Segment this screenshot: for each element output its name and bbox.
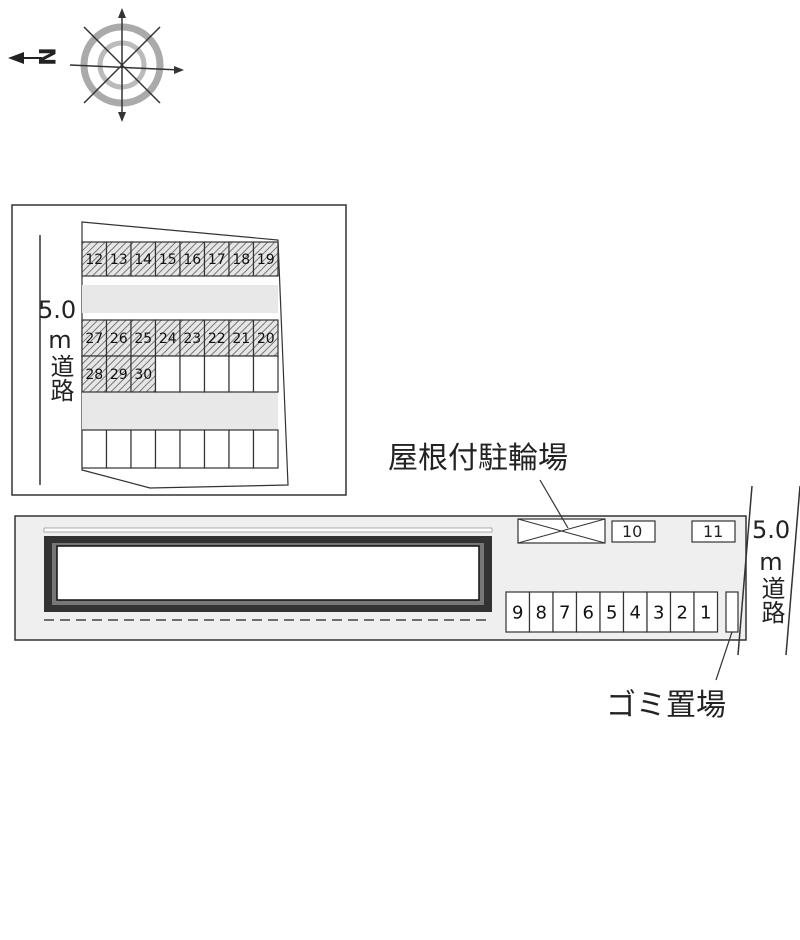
inset-space-27 bbox=[81, 319, 108, 357]
road-label: m道路 bbox=[757, 548, 785, 624]
inset-space-18 bbox=[228, 241, 255, 277]
inset-space-30 bbox=[130, 355, 157, 393]
north-label: N bbox=[36, 47, 62, 66]
road-edge bbox=[737, 485, 753, 656]
parking-space-3-label: 3 bbox=[653, 602, 664, 623]
parking-space-1-label: 1 bbox=[700, 602, 711, 623]
inset-space-14 bbox=[130, 241, 157, 277]
inset-space-empty bbox=[81, 429, 108, 469]
inset-space-empty bbox=[154, 355, 181, 393]
parking-space-9-label: 9 bbox=[512, 602, 523, 623]
inset-space-15-label: 15 bbox=[159, 252, 177, 268]
garbage-label: ゴミ置場 bbox=[606, 688, 726, 723]
inset-space-23 bbox=[179, 319, 206, 357]
inset-space-16-label: 16 bbox=[183, 252, 201, 268]
compass-icon bbox=[8, 8, 184, 122]
inset-space-26 bbox=[105, 319, 132, 357]
parking-space-4-label: 4 bbox=[630, 602, 641, 623]
inset-space-empty bbox=[105, 429, 132, 469]
inset-space-25-label: 25 bbox=[134, 331, 152, 347]
parking-space-10 bbox=[611, 520, 656, 543]
inset-row-bottom bbox=[81, 429, 279, 469]
inset-space-29-label: 29 bbox=[110, 367, 128, 383]
inset-space-17-label: 17 bbox=[208, 252, 226, 268]
inset-space-16 bbox=[179, 241, 206, 277]
inset-space-19-label: 19 bbox=[257, 252, 275, 268]
inset-space-24-label: 24 bbox=[159, 331, 177, 347]
inset-space-15 bbox=[154, 241, 181, 277]
parking-space-5-label: 5 bbox=[606, 602, 617, 623]
inset-space-empty bbox=[179, 429, 206, 469]
inset-row-top: 12 13 14 15 16 17 18 19 bbox=[81, 241, 279, 277]
inset-space-12-label: 12 bbox=[85, 252, 103, 268]
inset-space-14-label: 14 bbox=[134, 252, 152, 268]
inset-space-empty bbox=[154, 429, 181, 469]
parking-space-8-label: 8 bbox=[536, 602, 547, 623]
inset-road-label: m道路 bbox=[46, 326, 74, 402]
bike-parking-label: 屋根付駐輪場 bbox=[388, 441, 568, 476]
inset-aisle bbox=[82, 285, 278, 313]
parking-space-11 bbox=[691, 520, 736, 543]
inset-space-21-label: 21 bbox=[232, 331, 250, 347]
inset-space-18-label: 18 bbox=[232, 252, 250, 268]
parking-space-7-label: 7 bbox=[559, 602, 570, 623]
road-edge bbox=[785, 485, 800, 656]
inset-space-empty bbox=[228, 355, 255, 393]
parking-space-6-label: 6 bbox=[583, 602, 594, 623]
inset-row-low: 28 29 30 bbox=[81, 355, 279, 393]
inset-aisle bbox=[82, 392, 278, 430]
inset-space-27-label: 27 bbox=[85, 331, 103, 347]
inset-space-26-label: 26 bbox=[110, 331, 128, 347]
inset-space-20-label: 20 bbox=[257, 331, 275, 347]
inset-space-empty bbox=[179, 355, 206, 393]
inset-space-22-label: 22 bbox=[208, 331, 226, 347]
inset-space-19 bbox=[252, 241, 279, 277]
inset-space-12 bbox=[81, 241, 108, 277]
inset-space-empty bbox=[252, 355, 279, 393]
parking-space-10-label: 10 bbox=[622, 522, 643, 541]
inset-row-mid: 27 26 25 24 23 22 21 20 bbox=[81, 319, 279, 357]
parking-space-2-label: 2 bbox=[677, 602, 688, 623]
inset-space-empty bbox=[130, 429, 157, 469]
inset-space-empty bbox=[228, 429, 255, 469]
inset-space-22 bbox=[203, 319, 230, 357]
inset-space-empty bbox=[203, 355, 230, 393]
road-width: 5.0 bbox=[752, 516, 791, 544]
inset-space-28-label: 28 bbox=[85, 367, 103, 383]
inset-space-30-label: 30 bbox=[134, 367, 152, 383]
inset-space-23-label: 23 bbox=[183, 331, 201, 347]
inset-space-20 bbox=[252, 319, 279, 357]
inset-space-empty bbox=[252, 429, 279, 469]
garbage-area bbox=[725, 591, 739, 633]
inset-road-width: 5.0 bbox=[38, 296, 77, 324]
parking-space-1 bbox=[693, 591, 719, 633]
parking-space-11-label: 11 bbox=[703, 522, 724, 541]
inset-space-13-label: 13 bbox=[110, 252, 128, 268]
inset-space-empty bbox=[203, 429, 230, 469]
